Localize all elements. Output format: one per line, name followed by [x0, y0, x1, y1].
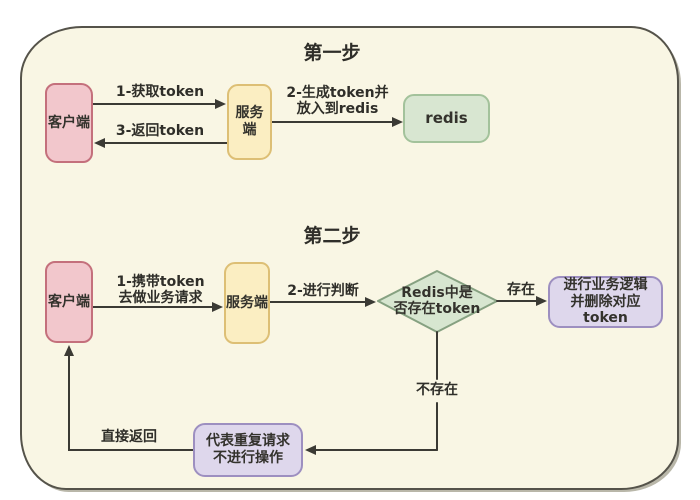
arrow-to-duplicate-box	[305, 445, 438, 455]
arrow-return-token	[94, 138, 228, 148]
arrow-exists	[496, 296, 547, 306]
step1-redis-box: redis	[403, 94, 490, 143]
step1-server-box: 服务端	[227, 84, 272, 160]
edge-label-exists: 存在	[507, 282, 535, 298]
edge-label-return-token: 3-返回token	[115, 123, 205, 139]
arrow-get-token	[92, 99, 226, 109]
step1-title: 第一步	[303, 42, 361, 64]
arrow-generate-token	[271, 117, 403, 127]
edge-label-not-exists: 不存在	[416, 382, 458, 398]
step2-server-box: 服务端	[224, 262, 270, 344]
step2-title: 第二步	[303, 225, 361, 247]
step2-client-box: 客户端	[45, 261, 93, 343]
business-logic-box: 进行业务逻辑 并删除对应token	[548, 276, 663, 328]
edge-label-carry-token: 1-携带token 去做业务请求	[116, 274, 205, 306]
duplicate-request-box: 代表重复请求 不进行操作	[193, 423, 303, 477]
edge-label-get-token: 1-获取token	[115, 84, 205, 100]
step1-client-box: 客户端	[45, 83, 93, 163]
arrow-judge	[269, 297, 376, 307]
redis-check-diamond-label: Redis中是 否存在token	[393, 285, 481, 318]
edge-label-direct-return: 直接返回	[101, 429, 157, 445]
arrow-carry-token	[92, 302, 223, 312]
edge-label-judge: 2-进行判断	[287, 283, 359, 299]
edge-label-generate-token: 2-生成token并 放入到redis	[286, 85, 389, 117]
arrow-direct-return	[64, 345, 194, 451]
